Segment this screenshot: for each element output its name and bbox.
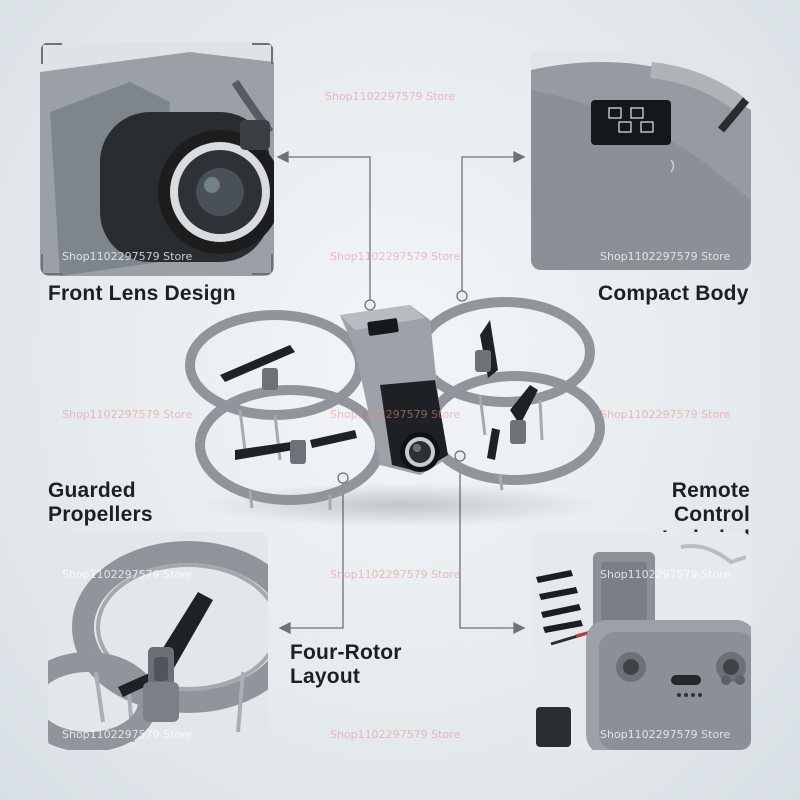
guarded-label-line1: Guarded <box>48 479 136 502</box>
four-rotor-label-line1: Four-Rotor <box>290 641 402 664</box>
front-lens-illustration <box>40 42 274 276</box>
remote-control-panel <box>531 532 751 750</box>
watermark-top-right-panel: Shop1102297579 Store <box>600 250 731 263</box>
watermark-mid-left: Shop1102297579 Store <box>62 408 193 421</box>
watermark-mid-right: Shop1102297579 Store <box>600 408 731 421</box>
watermark-center-upper: Shop1102297579 Store <box>330 250 461 263</box>
watermark-lower-center: Shop1102297579 Store <box>330 568 461 581</box>
guarded-label-line2: Propellers <box>48 503 153 526</box>
remote-label-line1: Remote Control <box>671 479 750 526</box>
compact-body-panel <box>531 50 751 270</box>
front-lens-label: Front Lens Design <box>48 282 236 305</box>
watermark-bottom-center: Shop1102297579 Store <box>330 728 461 741</box>
four-rotor-label: Four-Rotor Layout <box>290 641 402 689</box>
guarded-propellers-panel <box>48 532 268 750</box>
compact-body-illustration <box>531 50 751 270</box>
watermark-bottom-right-panel: Shop1102297579 Store <box>600 728 731 741</box>
watermark-mid-center: Shop1102297579 Store <box>330 408 461 421</box>
watermark-top-center: Shop1102297579 Store <box>325 90 456 103</box>
guarded-propellers-label: Guarded Propellers <box>48 479 153 527</box>
front-lens-panel <box>40 42 274 276</box>
drone-illustration <box>185 297 605 527</box>
corner-brackets <box>41 43 273 275</box>
watermark-top-left-panel: Shop1102297579 Store <box>62 250 193 263</box>
watermark-bottom-left-panel: Shop1102297579 Store <box>62 728 193 741</box>
compact-body-label: Compact Body <box>598 282 749 305</box>
four-rotor-label-line2: Layout <box>290 665 361 688</box>
watermark-lower-right-panel: Shop1102297579 Store <box>600 568 731 581</box>
watermark-lower-left-panel: Shop1102297579 Store <box>62 568 193 581</box>
remote-control-illustration <box>531 532 751 750</box>
guarded-propellers-illustration <box>48 532 268 750</box>
